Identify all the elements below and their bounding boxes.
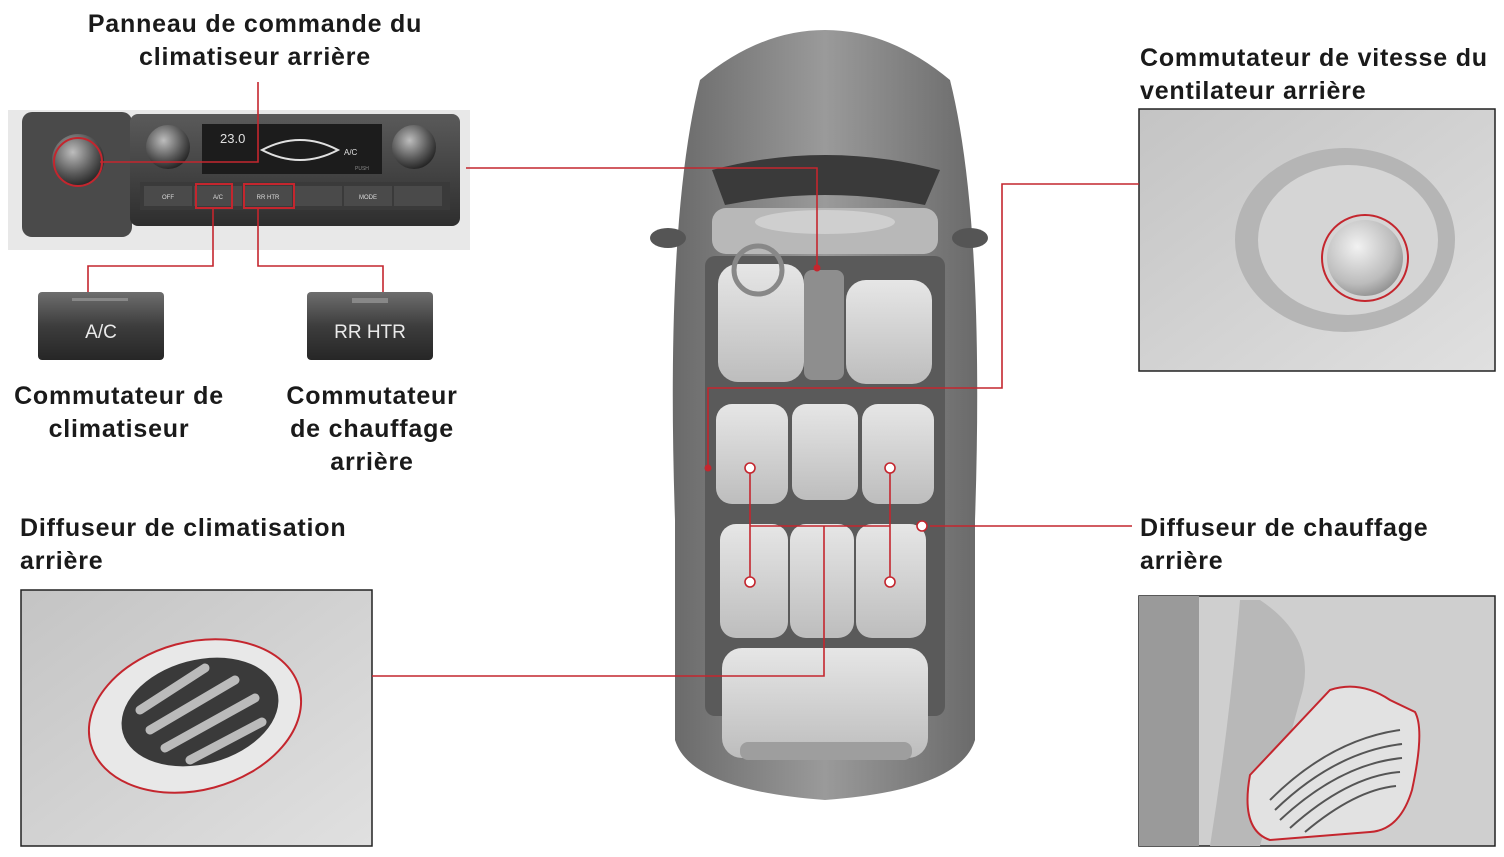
- car-top-view: [650, 30, 988, 800]
- front-right-seat: [846, 280, 932, 384]
- panel-push-tag: PUSH: [355, 166, 369, 172]
- fan-knob-highlight: [1321, 214, 1409, 302]
- ac-button-highlight: [195, 183, 233, 209]
- fan-switch-label: Commutateur de vitesse du ventilateur ar…: [1140, 44, 1488, 105]
- ac-diffuser-photo: [20, 589, 373, 847]
- panel-button: [144, 186, 192, 206]
- left-mirror-icon: [650, 228, 686, 248]
- ac-button-photo: A/C: [38, 292, 164, 360]
- panel-button-row: OFF A/C RR HTR MODE: [144, 186, 442, 206]
- rr-htr-highlight: [243, 183, 295, 209]
- callout-lines: [87, 82, 1139, 677]
- callout-markers: [744, 462, 928, 588]
- rr-htr-button-photo: RR HTR: [307, 292, 433, 360]
- panel-display: [202, 124, 382, 174]
- airflow-icon: [259, 139, 341, 161]
- front-left-seat: [718, 264, 804, 382]
- panel-ac-tag: A/C: [344, 148, 358, 157]
- ac-button-text: A/C: [85, 322, 117, 343]
- panel-button-label: RR HTR: [257, 195, 280, 201]
- rear-ac-knob-icon: [52, 134, 104, 186]
- panel-button: [344, 186, 392, 206]
- temp-knob-icon: [146, 125, 190, 169]
- rr-htr-button-text: RR HTR: [334, 322, 406, 343]
- front-control-panel: 23.0 A/C PUSH OFF A/C RR HTR MODE: [8, 110, 470, 250]
- diffuser-vanes: [135, 663, 267, 765]
- fan-speed-knob-icon: [1327, 220, 1403, 296]
- heat-diffuser-label: Diffuseur de chauffage arrière: [1140, 514, 1429, 575]
- ac-switch-label: Commutateur de climatiseur: [14, 382, 224, 443]
- panel-button-label: MODE: [359, 195, 377, 201]
- panel-temp: 23.0: [220, 131, 245, 146]
- heat-diffuser-photo: [1138, 595, 1496, 847]
- ac-diffuser-label: Diffuseur de climatisation arrière: [20, 514, 347, 575]
- right-mirror-icon: [952, 228, 988, 248]
- panel-button: [294, 186, 342, 206]
- panel-button-label: A/C: [213, 195, 224, 201]
- steering-wheel-icon: [731, 243, 785, 297]
- panel-button-label: OFF: [162, 195, 174, 201]
- front-panel-label: Panneau de commande du climatiseur arriè…: [87, 10, 423, 71]
- heater-switch-label: Commutateur de chauffage arrière: [286, 382, 458, 476]
- fan-knob-icon: [392, 125, 436, 169]
- panel-button: [194, 186, 242, 206]
- heat-vent-slots: [1269, 729, 1403, 833]
- panel-button: [244, 186, 292, 206]
- panel-button: [394, 186, 442, 206]
- callout-dots: [704, 264, 821, 472]
- fan-switch-photo: [1138, 108, 1496, 372]
